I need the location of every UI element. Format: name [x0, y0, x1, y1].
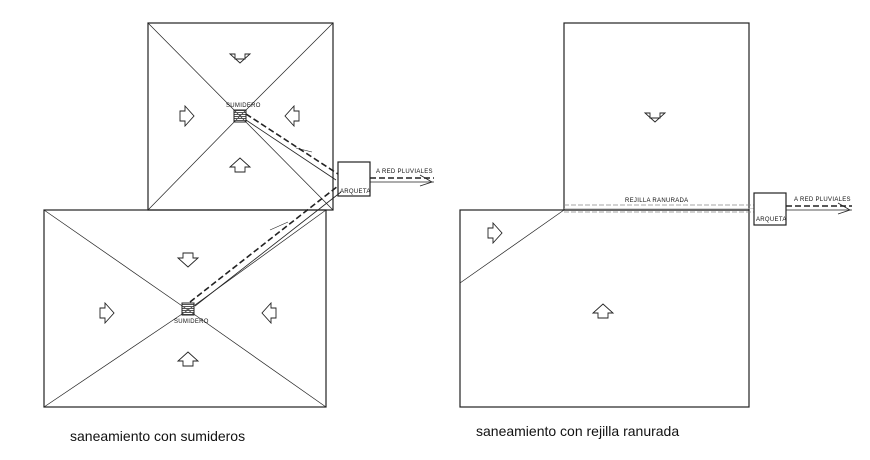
upper-slab-outline [563, 22, 750, 211]
flow-arrows-left [99, 53, 300, 367]
hollow-arrow-icon [99, 301, 115, 325]
manhole-box [337, 161, 371, 197]
pipe-flow-marker [269, 221, 289, 231]
caption-left: saneamiento con sumideros [70, 428, 245, 444]
slope-line [459, 209, 565, 284]
hollow-arrow-icon [179, 104, 195, 128]
hollow-arrow-icon [591, 303, 615, 319]
hollow-arrow-icon [487, 221, 503, 245]
outlet-label: A RED PLUVIALES [376, 169, 433, 175]
drain-lower-icon [181, 302, 195, 316]
outlet-arrow-icon [419, 174, 433, 187]
hollow-arrow-icon [228, 53, 252, 64]
lower-roof-hip-line [43, 309, 189, 408]
hollow-arrow-icon [643, 112, 667, 123]
hollow-arrow-icon [261, 301, 277, 325]
flow-arrows-right [487, 112, 667, 319]
hollow-arrow-icon [176, 351, 200, 367]
upper-roof-hip-line [147, 22, 241, 117]
upper-roof-hip-line [147, 115, 241, 211]
pipe-lower [189, 185, 342, 307]
caption-right: saneamiento con rejilla ranurada [476, 423, 679, 439]
hollow-arrow-icon [176, 252, 200, 268]
pipe-flow-marker [295, 147, 313, 153]
pipe-upper [245, 113, 339, 181]
slotted-grate [564, 204, 754, 213]
outlet-arrow-icon [837, 202, 851, 215]
manhole-box [753, 192, 787, 226]
lower-roof-hip-line [43, 209, 189, 311]
lower-roof-outline [43, 209, 327, 408]
left-plan: SUMIDERO SUMIDERO ARQUETA A RED PLUVIALE… [43, 22, 434, 444]
right-plan: REJILLA RANURADA ARQUETA A RED PLUVIALES… [459, 22, 852, 439]
upper-roof-hip-line [239, 22, 334, 117]
hollow-arrow-icon [228, 157, 252, 173]
drain-upper-label: SUMIDERO [226, 103, 261, 109]
drain-lower-label: SUMIDERO [174, 319, 209, 325]
outlet-label: A RED PLUVIALES [794, 197, 851, 203]
manhole-label: ARQUETA [340, 189, 371, 195]
manhole-label: ARQUETA [756, 217, 787, 223]
drain-upper-icon [233, 109, 247, 123]
hollow-arrow-icon [284, 104, 300, 128]
lower-slab-outline [459, 209, 750, 408]
lower-roof-hip-line [187, 309, 327, 408]
grate-label: REJILLA RANURADA [625, 198, 688, 204]
upper-roof-hip-line [239, 115, 334, 211]
